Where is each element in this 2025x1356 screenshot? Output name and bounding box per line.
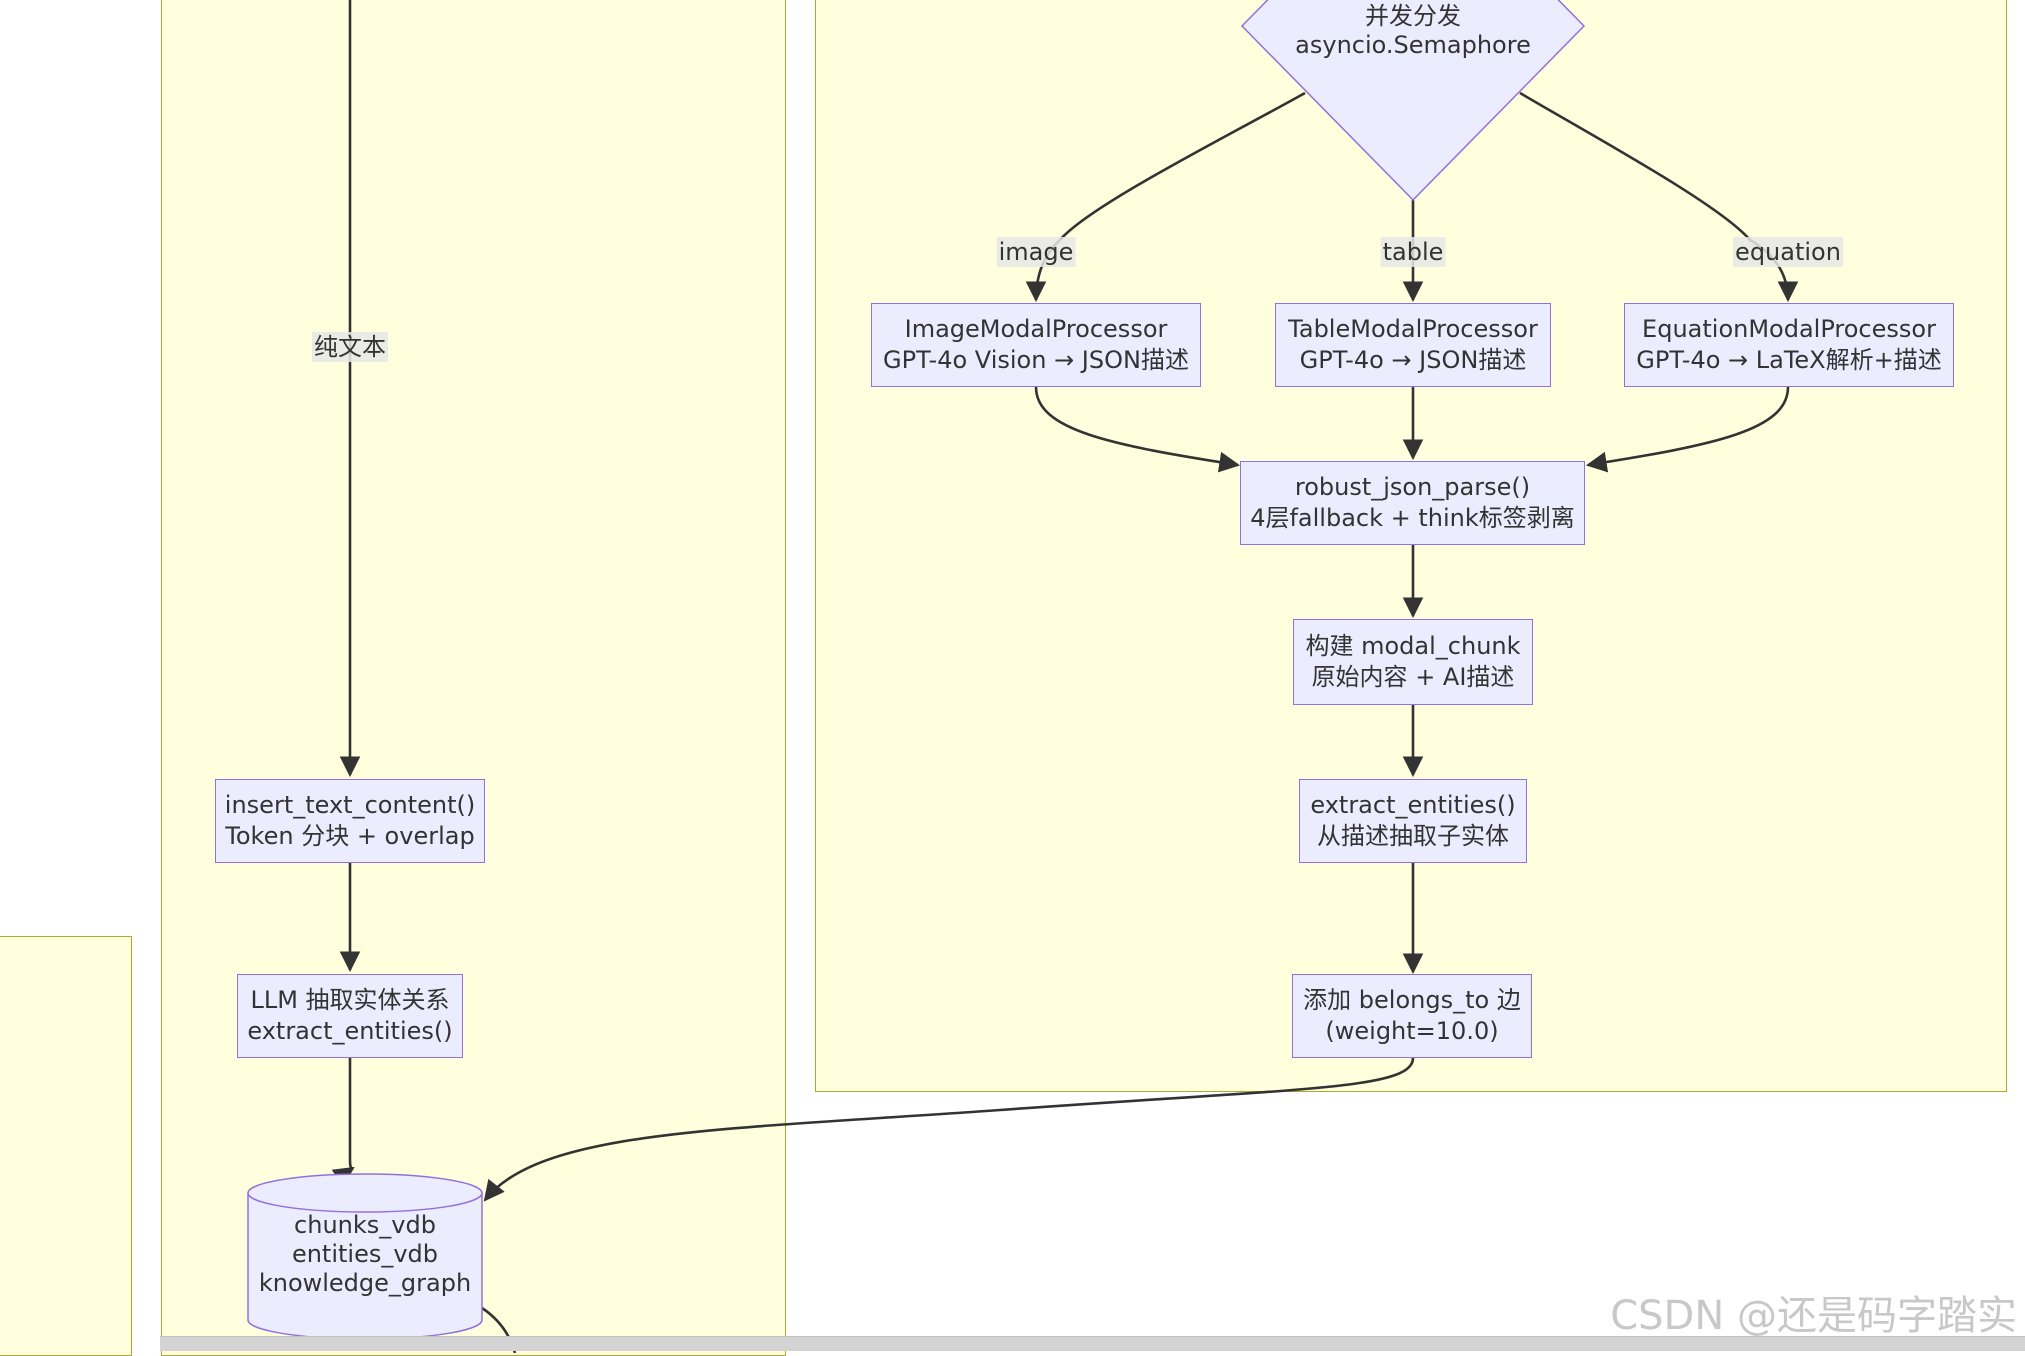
equation-processor-line-1: EquationModalProcessor	[1642, 315, 1936, 343]
image-processor-line-2: GPT-4o Vision → JSON描述	[883, 346, 1189, 374]
edge-belongs-storage	[483, 1057, 1415, 1202]
cluster-text-pipeline	[161, 0, 786, 1356]
modal-chunk-line-1: 构建 modal_chunk	[1305, 632, 1521, 660]
extract-sub-entities-line-1: extract_entities()	[1310, 791, 1516, 819]
belongs-to-line-1: 添加 belongs_to 边	[1303, 986, 1521, 1014]
image-processor-node: ImageModalProcessor GPT-4o Vision → JSON…	[871, 303, 1201, 387]
equation-processor-node: EquationModalProcessor GPT-4o → LaTeX解析+…	[1624, 303, 1954, 387]
cluster-left-partial	[0, 936, 132, 1356]
json-parse-node: robust_json_parse() 4层fallback + think标签…	[1240, 461, 1585, 545]
storage-line-3: knowledge_graph	[258, 1269, 472, 1297]
storage-node: chunks_vdb entities_vdb knowledge_graph	[259, 1211, 471, 1298]
json-parse-line-2: 4层fallback + think标签剥离	[1250, 504, 1575, 532]
table-processor-line-2: GPT-4o → JSON描述	[1299, 346, 1527, 374]
json-parse-line-1: robust_json_parse()	[1294, 473, 1531, 501]
edge-dispatch-image	[1025, 91, 1306, 303]
storage-cylinder-shape	[247, 1173, 483, 1340]
extract-sub-entities-line-2: 从描述抽取子实体	[1317, 822, 1509, 850]
edge-label-plain-text: 纯文本	[312, 332, 388, 362]
edge-label-image: image	[996, 237, 1076, 267]
edge-image-parse	[1034, 386, 1241, 473]
table-processor-node: TableModalProcessor GPT-4o → JSON描述	[1275, 303, 1551, 387]
extract-sub-entities-node: extract_entities() 从描述抽取子实体	[1299, 779, 1527, 863]
edge-llm-to-storage	[331, 1058, 355, 1188]
edge-label-equation: equation	[1733, 237, 1843, 267]
belongs-to-edge-node: 添加 belongs_to 边 (weight=10.0)	[1292, 974, 1532, 1058]
insert-text-line-1: insert_text_content()	[224, 791, 476, 819]
llm-extract-node: LLM 抽取实体关系 extract_entities()	[237, 974, 463, 1058]
dispatch-node: 并发分发 asyncio.Semaphore	[1295, 2, 1531, 60]
dispatch-line-1: 并发分发	[1364, 2, 1461, 30]
llm-extract-line-1: LLM 抽取实体关系	[250, 986, 450, 1014]
insert-text-line-2: Token 分块 + overlap	[225, 822, 475, 850]
llm-extract-line-2: extract_entities()	[247, 1017, 453, 1045]
insert-text-node: insert_text_content() Token 分块 + overlap	[215, 779, 485, 863]
storage-line-1: chunks_vdb	[294, 1211, 436, 1239]
equation-processor-line-2: GPT-4o → LaTeX解析+描述	[1636, 346, 1942, 374]
watermark: CSDN @还是码字踏实	[1610, 1293, 2017, 1339]
dispatch-diamond-shape	[1240, 0, 1586, 202]
edge-dispatch-equation	[1519, 91, 1799, 303]
belongs-to-line-2: (weight=10.0)	[1325, 1017, 1499, 1045]
modal-chunk-line-2: 原始内容 + AI描述	[1311, 663, 1515, 691]
table-processor-line-1: TableModalProcessor	[1288, 315, 1538, 343]
image-processor-line-1: ImageModalProcessor	[904, 315, 1168, 343]
storage-line-2: entities_vdb	[291, 1240, 439, 1268]
modal-chunk-node: 构建 modal_chunk 原始内容 + AI描述	[1293, 619, 1533, 705]
dispatch-line-2: asyncio.Semaphore	[1295, 31, 1531, 59]
edge-equation-parse	[1585, 386, 1790, 473]
edge-label-table: table	[1380, 237, 1446, 267]
horizontal-scrollbar[interactable]	[160, 1336, 2025, 1351]
